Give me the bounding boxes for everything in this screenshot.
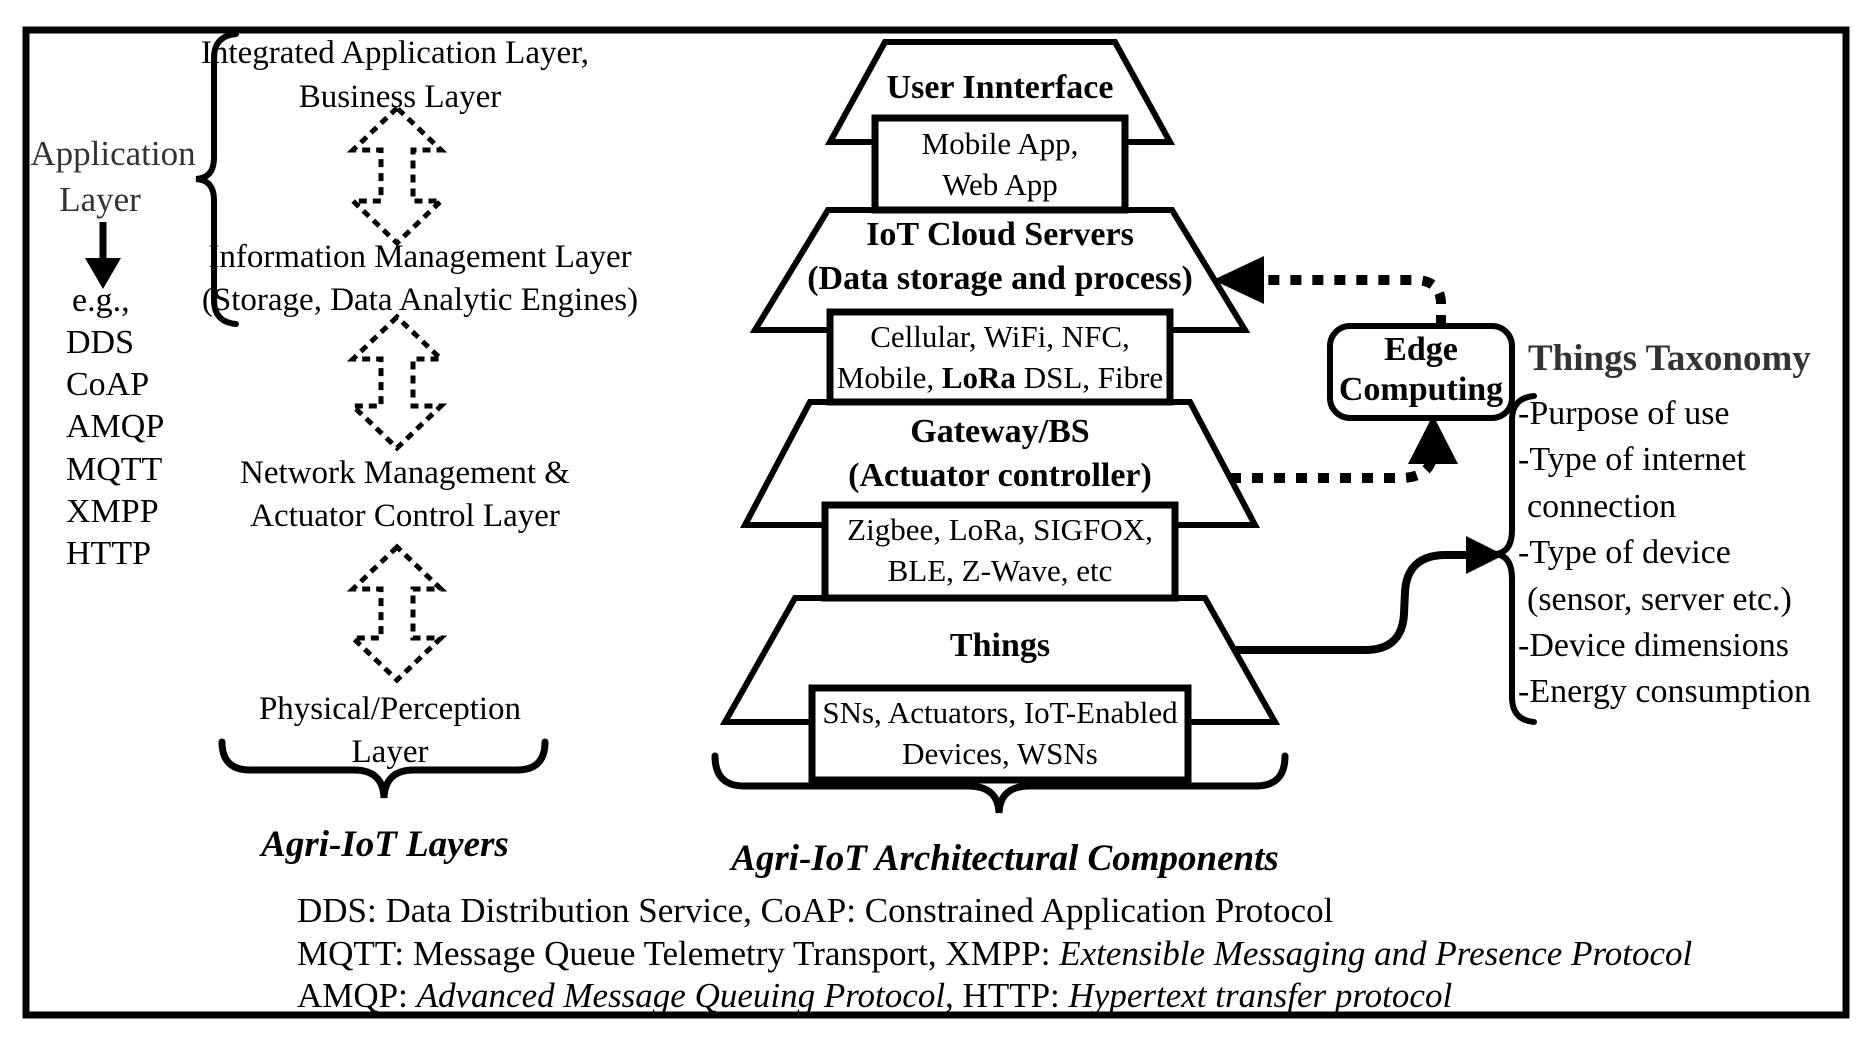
definitions-line3-pre: AMQP: bbox=[297, 976, 417, 1015]
user-interface-box bbox=[871, 114, 1129, 214]
taxonomy-item-internet-type-cont: connection bbox=[1527, 488, 1677, 525]
iot-cloud-servers-subtitle: (Data storage and process) bbox=[807, 260, 1193, 297]
definitions-line3-mid: , HTTP: bbox=[945, 976, 1069, 1015]
architectural-components-brace bbox=[711, 752, 1289, 814]
protocol-item-dds: DDS bbox=[66, 324, 135, 361]
information-management-layer-label: Information Management Layer bbox=[208, 239, 632, 275]
architectural-components-section-label: Agri-IoT Architectural Components bbox=[731, 838, 1279, 879]
taxonomy-item-internet-type: -Type of internet bbox=[1518, 441, 1746, 478]
agri-iot-layers-section-label: Agri-IoT Layers bbox=[261, 824, 509, 865]
application-layer-label-line2: Layer bbox=[59, 180, 141, 219]
application-layer-brace bbox=[195, 31, 239, 327]
definitions-line2-italic: Extensible Messaging and Presence Protoc… bbox=[1059, 934, 1693, 973]
gateway-to-edge-arrow-head bbox=[1408, 415, 1458, 464]
cloud-connectivity-box bbox=[826, 308, 1174, 406]
edge-computing-label-line2: Computing bbox=[1338, 371, 1504, 408]
edge-computing-label-line1: Edge bbox=[1384, 331, 1458, 368]
things-taxonomy-title: Things Taxonomy bbox=[1528, 338, 1811, 379]
mobile-app-label: Mobile App, bbox=[921, 126, 1079, 161]
protocol-item-mqtt: MQTT bbox=[66, 451, 163, 488]
taxonomy-item-dimensions: -Device dimensions bbox=[1518, 627, 1789, 664]
things-to-taxonomy-arrow-head bbox=[1466, 536, 1504, 574]
edge-to-cloud-dotted-line bbox=[1262, 275, 1446, 326]
layer-link-arrow-1 bbox=[346, 104, 448, 247]
definitions-line3: AMQP: Advanced Message Queuing Protocol,… bbox=[297, 976, 1453, 1015]
layer-link-arrow-2 bbox=[346, 313, 448, 452]
taxonomy-item-energy: -Energy consumption bbox=[1518, 673, 1812, 710]
edge-computing-box bbox=[1327, 323, 1515, 421]
physical-perception-layer-label-line2: Layer bbox=[351, 734, 429, 770]
gateway-protocols-line1: Zigbee, LoRa, SIGFOX, bbox=[847, 512, 1153, 547]
protocol-item-xmpp: XMPP bbox=[66, 493, 159, 530]
taxonomy-item-purpose: -Purpose of use bbox=[1518, 395, 1730, 432]
taxonomy-item-device-type: -Type of device bbox=[1518, 534, 1731, 571]
taxonomy-brace bbox=[1495, 393, 1537, 725]
protocol-item-http: HTTP bbox=[66, 535, 151, 572]
actuator-control-layer-label: Actuator Control Layer bbox=[250, 498, 560, 534]
definitions-line1: DDS: Data Distribution Service, CoAP: Co… bbox=[297, 891, 1334, 930]
agri-iot-layers-brace bbox=[218, 738, 549, 799]
gateway-protocols-line2: BLE, Z-Wave, etc bbox=[887, 553, 1113, 588]
definitions-line3-italic1: Advanced Message Queuing Protocol bbox=[416, 976, 946, 1015]
cloud-connectivity-line2: Mobile, LoRa DSL, Fibre bbox=[836, 360, 1164, 395]
protocol-item-coap: CoAP bbox=[66, 366, 150, 403]
cloud-connectivity-line1: Cellular, WiFi, NFC, bbox=[870, 319, 1130, 354]
definitions-line2: MQTT: Message Queue Telemetry Transport,… bbox=[297, 934, 1693, 973]
gateway-bs-title: Gateway/BS bbox=[910, 413, 1090, 450]
definitions-line3-italic2: Hypertext transfer protocol bbox=[1068, 976, 1453, 1015]
things-devices-box bbox=[808, 684, 1192, 784]
business-layer-label: Business Layer bbox=[298, 79, 502, 115]
application-layer-label-line1: Application bbox=[30, 134, 196, 173]
physical-perception-layer-label-line1: Physical/Perception bbox=[258, 691, 522, 727]
examples-label: e.g., bbox=[72, 282, 130, 319]
things-devices-line1: SNs, Actuators, IoT-Enabled bbox=[822, 695, 1178, 730]
taxonomy-item-device-type-cont: (sensor, server etc.) bbox=[1527, 581, 1792, 618]
web-app-label: Web App bbox=[942, 167, 1058, 202]
iot-cloud-servers-title: IoT Cloud Servers bbox=[866, 216, 1134, 253]
cloud-connectivity-line2-pre: Mobile, bbox=[836, 360, 942, 395]
gateway-to-edge-dotted-line bbox=[1230, 446, 1438, 483]
things-devices-line2: Devices, WSNs bbox=[902, 736, 1098, 771]
network-management-layer-label: Network Management & bbox=[240, 455, 570, 491]
edge-to-cloud-arrow-head bbox=[1213, 256, 1264, 304]
information-management-layer-sublabel: (Storage, Data Analytic Engines) bbox=[201, 282, 639, 318]
gateway-bs-subtitle: (Actuator controller) bbox=[848, 457, 1152, 494]
definitions-line2-pre: MQTT: Message Queue Telemetry Transport,… bbox=[297, 934, 1060, 973]
lora-bold-label: LoRa bbox=[941, 360, 1016, 395]
things-to-taxonomy-line bbox=[1234, 551, 1470, 654]
gateway-protocols-box bbox=[821, 501, 1179, 602]
integrated-application-layer-label: Integrated Application Layer, bbox=[200, 35, 590, 71]
things-title: Things bbox=[949, 627, 1051, 664]
outer-border bbox=[22, 26, 1850, 1019]
application-examples-arrow-head bbox=[85, 258, 121, 289]
protocol-item-amqp: AMQP bbox=[66, 408, 165, 445]
layer-link-arrow-3 bbox=[346, 543, 448, 684]
user-interface-title: User Innterface bbox=[886, 69, 1114, 106]
cloud-connectivity-line2-post: DSL, Fibre bbox=[1015, 360, 1164, 395]
